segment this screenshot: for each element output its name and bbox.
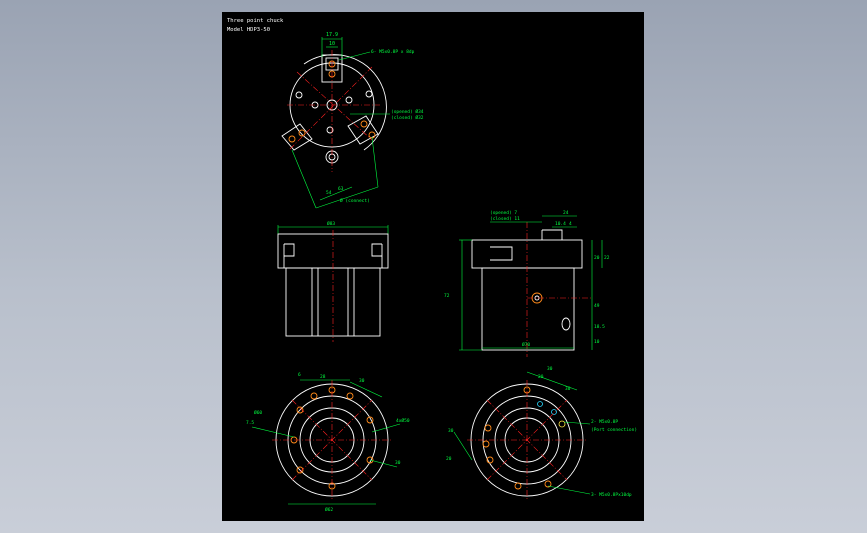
dim-20: 20 bbox=[594, 255, 600, 261]
dim-49: 49 bbox=[594, 303, 600, 309]
drawing-model: Model HDP3-50 bbox=[227, 27, 270, 33]
port-note-1: 2- M5x0.8P bbox=[591, 419, 618, 425]
dim-22: 22 bbox=[604, 255, 610, 261]
top-view: 17.9 10 6- M5x0.8P x 8dp (opened) Ø34 (c… bbox=[281, 32, 424, 209]
dim-63: 63 bbox=[338, 186, 344, 192]
bl-dim-6: 6 bbox=[298, 372, 301, 378]
side-closed: (closed) 11 bbox=[490, 216, 520, 222]
dim-10-4: 10.4 bbox=[555, 221, 566, 227]
br-dim-20b: 20 bbox=[446, 456, 452, 462]
bottom-right-view: 30 20 30 30 20 2- M5x0.8P (Port connecti… bbox=[446, 366, 637, 500]
port-note-2: (Port connection) bbox=[591, 427, 637, 433]
bottom-left-view: 28 6 30 7.5 Ø60 4xØ50 30 Ø62 bbox=[246, 372, 410, 513]
side-view: 72 (opened) 7 (closed) 11 24 10.4 4 20 2… bbox=[444, 210, 610, 357]
closed-dia: (closed) Ø32 bbox=[391, 114, 424, 121]
dim-connect: Ø (connect) bbox=[340, 197, 370, 204]
dim-54: 54 bbox=[326, 190, 332, 196]
tap-note: 6- M5x0.8P x 8dp bbox=[371, 49, 415, 55]
dim-70: Ø70 bbox=[522, 341, 530, 348]
bl-dim-50: 4xØ50 bbox=[396, 417, 410, 424]
bl-dim-28: 28 bbox=[320, 374, 326, 380]
dim-18-5: 18.5 bbox=[594, 324, 605, 330]
br-dim-20: 20 bbox=[538, 374, 544, 380]
dim-83: Ø83 bbox=[327, 220, 335, 227]
tap-note-bottom: 3- M5x0.8Px10dp bbox=[591, 492, 632, 498]
br-dim-30a: 30 bbox=[547, 366, 553, 372]
cad-viewport[interactable]: Three point chuck Model HDP3-50 bbox=[222, 12, 644, 521]
dim-10-side: 10 bbox=[594, 339, 600, 345]
dim-17-9: 17.9 bbox=[326, 32, 338, 38]
drawing-title: Three point chuck bbox=[227, 18, 284, 24]
dim-10: 10 bbox=[329, 41, 335, 47]
chuck-drawing: Three point chuck Model HDP3-50 bbox=[227, 18, 637, 513]
bl-dim-7-5: 7.5 bbox=[246, 420, 254, 426]
side-opened: (opened) 7 bbox=[490, 210, 517, 216]
front-view: Ø83 bbox=[277, 220, 389, 342]
bl-dim-60: Ø60 bbox=[254, 409, 262, 416]
opened-dia: (opened) Ø34 bbox=[391, 108, 424, 115]
bl-dim-30: 30 bbox=[359, 378, 365, 384]
br-dim-30b: 30 bbox=[565, 386, 571, 392]
bl-dim-30b: 30 bbox=[395, 460, 401, 466]
bl-dim-62: Ø62 bbox=[325, 506, 333, 513]
br-dim-30c: 30 bbox=[448, 428, 454, 434]
dim-4: 4 bbox=[569, 221, 572, 227]
dim-72: 72 bbox=[444, 293, 450, 299]
dim-24: 24 bbox=[563, 210, 569, 216]
